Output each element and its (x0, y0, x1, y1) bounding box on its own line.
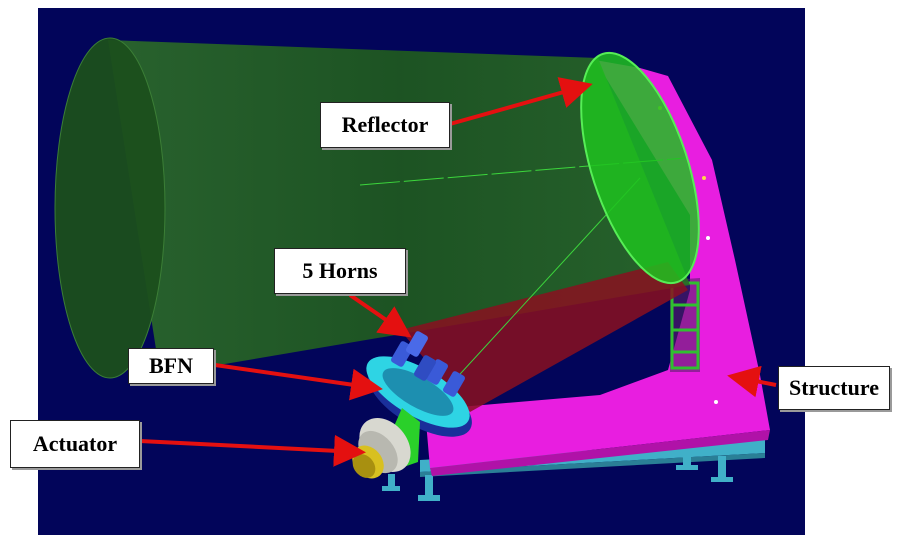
beam-cylinder (54, 37, 690, 379)
actuator-arrow (139, 434, 366, 467)
reflector-arrow (449, 77, 593, 126)
horns-label: 5 Horns (274, 248, 406, 294)
reflector-dish (580, 51, 700, 285)
horns-arrow (348, 293, 412, 338)
horn-array (391, 331, 465, 397)
reflector-label: Reflector (320, 102, 450, 148)
bfn-label: BFN (128, 348, 214, 384)
callout-arrows (139, 77, 777, 467)
bfn-arrow (214, 363, 383, 401)
actuator-label: Actuator (10, 420, 140, 468)
feed-beam (400, 262, 688, 412)
structure-label: Structure (778, 366, 890, 410)
bfn-assembly (366, 356, 472, 437)
structure-arrow (727, 365, 777, 398)
